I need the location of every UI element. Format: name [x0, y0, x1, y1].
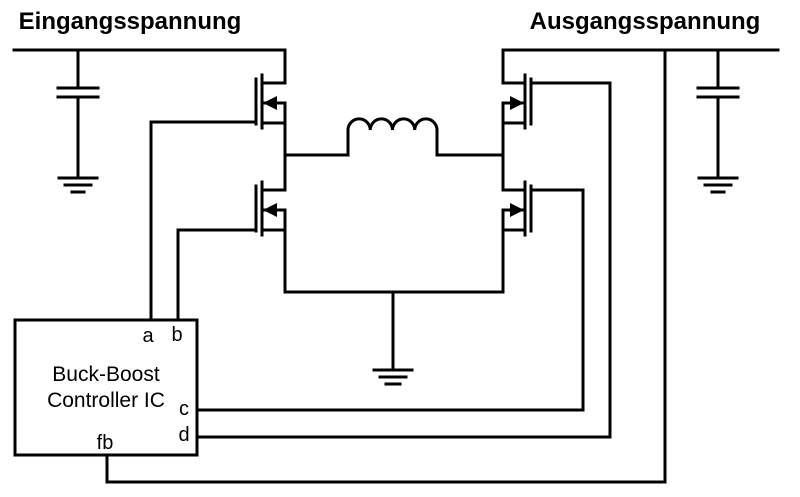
feedback-wire — [105, 48, 667, 484]
mosfet-br-source — [501, 228, 527, 294]
mosfet-bl-source — [260, 228, 287, 294]
mosfet-top-left — [254, 48, 287, 157]
mosfet-tl-arrow-icon — [263, 96, 277, 110]
pin-label-d: d — [178, 424, 189, 446]
gate-wire-pin-b — [176, 228, 258, 322]
pin-label-a: a — [142, 325, 154, 347]
controller-name-line2: Controller IC — [47, 389, 165, 412]
mosfet-tl-source — [260, 121, 287, 157]
mosfet-br-drain — [501, 153, 527, 192]
output-voltage-label: Ausgangsspannung — [530, 8, 761, 35]
bridge-ground-icon — [372, 368, 414, 386]
mosfet-br-arrow-icon — [510, 203, 524, 217]
inductor-coil — [346, 117, 439, 132]
pin-label-b: b — [171, 324, 182, 346]
mosfet-bottom-left — [254, 153, 287, 294]
controller-ic: Buck-Boost Controller IC a b c d fb — [13, 318, 199, 457]
output-ground-icon — [697, 176, 739, 194]
inductor — [283, 117, 505, 157]
mosfet-tr-drain — [501, 48, 527, 85]
controller-box — [13, 318, 199, 457]
mosfet-tr-arrow-icon — [510, 96, 524, 110]
inductor-left-lead — [283, 128, 350, 157]
mosfet-bottom-right — [501, 153, 533, 294]
pin-label-fb: fb — [97, 432, 114, 454]
gate-wire-pin-d — [195, 81, 612, 439]
pin-label-c: c — [179, 398, 189, 420]
inductor-right-lead — [435, 128, 505, 157]
controller-name-line1: Buck-Boost — [52, 363, 160, 386]
input-voltage-label: Eingangsspannung — [19, 8, 242, 35]
mosfet-top-right — [501, 48, 533, 157]
mosfet-tl-drain — [260, 48, 287, 85]
output-capacitor — [696, 48, 740, 180]
input-ground-icon — [57, 176, 99, 194]
mosfet-tr-source — [501, 121, 527, 157]
input-capacitor — [56, 48, 100, 180]
mosfet-bl-drain — [260, 153, 287, 192]
gate-wire-pin-c — [195, 188, 585, 412]
gate-wire-pin-a — [149, 120, 258, 322]
mosfet-bl-arrow-icon — [263, 203, 277, 217]
